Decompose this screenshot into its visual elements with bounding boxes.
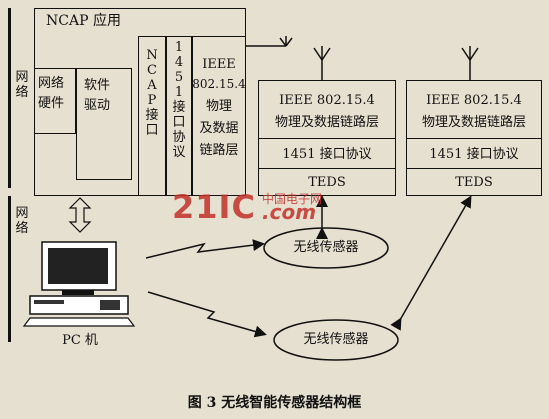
module2-protocol: 1451 接口协议: [429, 147, 519, 162]
watermark-cn: 中国电子网: [262, 192, 323, 206]
module1-antenna-icon: [313, 46, 331, 80]
module1-protocol: 1451 接口协议: [282, 147, 372, 162]
module2-divider1: [406, 138, 542, 139]
module1-divider1: [258, 138, 396, 139]
network-label-top: 网络: [15, 70, 29, 100]
module2-line2: 物理及数据链路层: [421, 115, 526, 130]
ncap-ieee-line4: 及数据: [199, 121, 239, 136]
ncap-pc-double-arrow-icon: [68, 197, 92, 233]
sensor2-ellipse: [273, 319, 399, 361]
sensor1-ellipse: [263, 227, 389, 269]
ncap-ieee-line3: 物理: [205, 99, 232, 114]
module2-antenna-icon: [461, 46, 479, 80]
module1-line1: IEEE 802.15.4: [279, 93, 375, 108]
watermark-domain: .com: [262, 200, 317, 224]
module1-teds: TEDS: [308, 175, 346, 190]
module2-line1: IEEE 802.15.4: [426, 93, 522, 108]
ncap-ieee-line2: 802.15.4: [192, 77, 246, 91]
module2-teds: TEDS: [455, 175, 493, 190]
pc-computer-icon: [22, 241, 136, 327]
ncap-interface-box: [138, 36, 166, 196]
pc-label: PC 机: [62, 333, 98, 348]
ncap-antenna-icon: [246, 36, 293, 47]
ncap-ieee-line5: 链路层: [199, 143, 239, 158]
ncap-interface-label: NCAP接口: [145, 48, 159, 138]
lightning-to-sensor2-icon: [147, 291, 267, 338]
figure-caption: 图 3 无线智能传感器结构框: [187, 395, 362, 411]
software-driver-box: [76, 68, 132, 180]
protocol-1451-label: 1451接口协议: [172, 40, 186, 160]
network-bar-bottom: [8, 196, 11, 342]
protocol-1451-box: [166, 36, 192, 196]
ncap-title: NCAP 应用: [46, 13, 121, 29]
module1-divider2: [258, 168, 396, 169]
ncap-ieee-line1: IEEE: [202, 57, 236, 72]
sensor2-label: 无线传感器: [303, 332, 369, 347]
module1-line2: 物理及数据链路层: [274, 115, 379, 130]
network-bar-top: [8, 8, 11, 188]
network-hardware-label: 网络硬件: [38, 76, 65, 111]
software-driver-label: 软件驱动: [84, 78, 111, 113]
watermark-logo: 21IC: [172, 188, 256, 226]
module2-divider2: [406, 168, 542, 169]
lightning-to-sensor1-icon: [145, 239, 265, 259]
network-hardware-box: [34, 68, 76, 134]
module2-sensor2-arrow: [390, 195, 472, 331]
ncap-ieee-box: [192, 36, 246, 196]
sensor1-label: 无线传感器: [293, 240, 359, 255]
network-label-bottom: 网络: [15, 206, 29, 236]
